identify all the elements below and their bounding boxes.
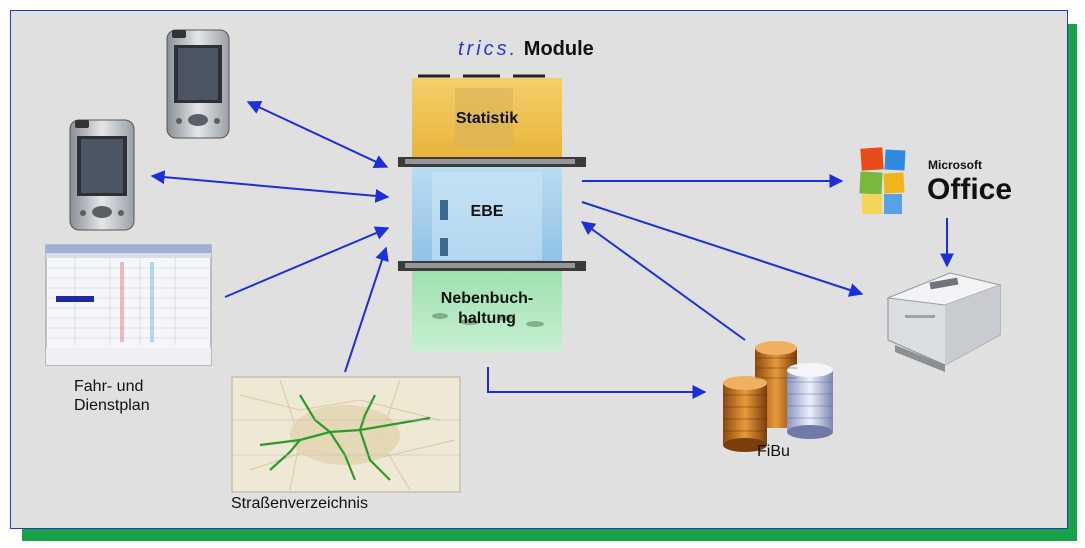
arrow-module-fibu <box>487 367 707 399</box>
fibu-label: FiBu <box>757 443 790 460</box>
module-word: Module <box>523 38 594 60</box>
module-title: trics. Module <box>458 38 594 61</box>
arrow-pda1-ebe <box>246 100 389 169</box>
street-map-image <box>231 376 461 493</box>
arrow-map-ebe <box>344 246 389 373</box>
module-label-statistik: Statistik <box>455 110 519 127</box>
plan-label-line2: Dienstplan <box>74 397 150 415</box>
arrow-ebe-printer <box>581 201 864 297</box>
schedule-screenshot-image <box>45 244 212 366</box>
arrow-pda2-ebe <box>150 170 390 203</box>
module-nebenbuchhaltung-block <box>412 271 562 351</box>
pda-device-top <box>166 29 230 139</box>
brand-name: trics. <box>458 38 519 60</box>
arrow-plan-ebe <box>224 226 390 298</box>
pda-device-bottom <box>69 119 135 231</box>
module-label-nebenbuch: Nebenbuch- <box>440 290 534 307</box>
module-label-ebe: EBE <box>470 203 504 220</box>
module-stack <box>398 74 586 351</box>
module-label-haltung: haltung <box>458 310 516 327</box>
office-logo-text: Office <box>927 173 1013 206</box>
streets-label: Straßenverzeichnis <box>231 495 368 512</box>
plan-label-line1: Fahr- und <box>74 378 144 395</box>
plan-label: Fahr- und Dienstplan <box>74 377 150 415</box>
coins-icon <box>723 341 833 452</box>
printer-icon <box>886 272 1002 372</box>
arrow-fibu-ebe <box>580 221 746 341</box>
office-logo-icon <box>859 147 906 214</box>
office-logo-small-text: Microsoft <box>928 158 982 172</box>
